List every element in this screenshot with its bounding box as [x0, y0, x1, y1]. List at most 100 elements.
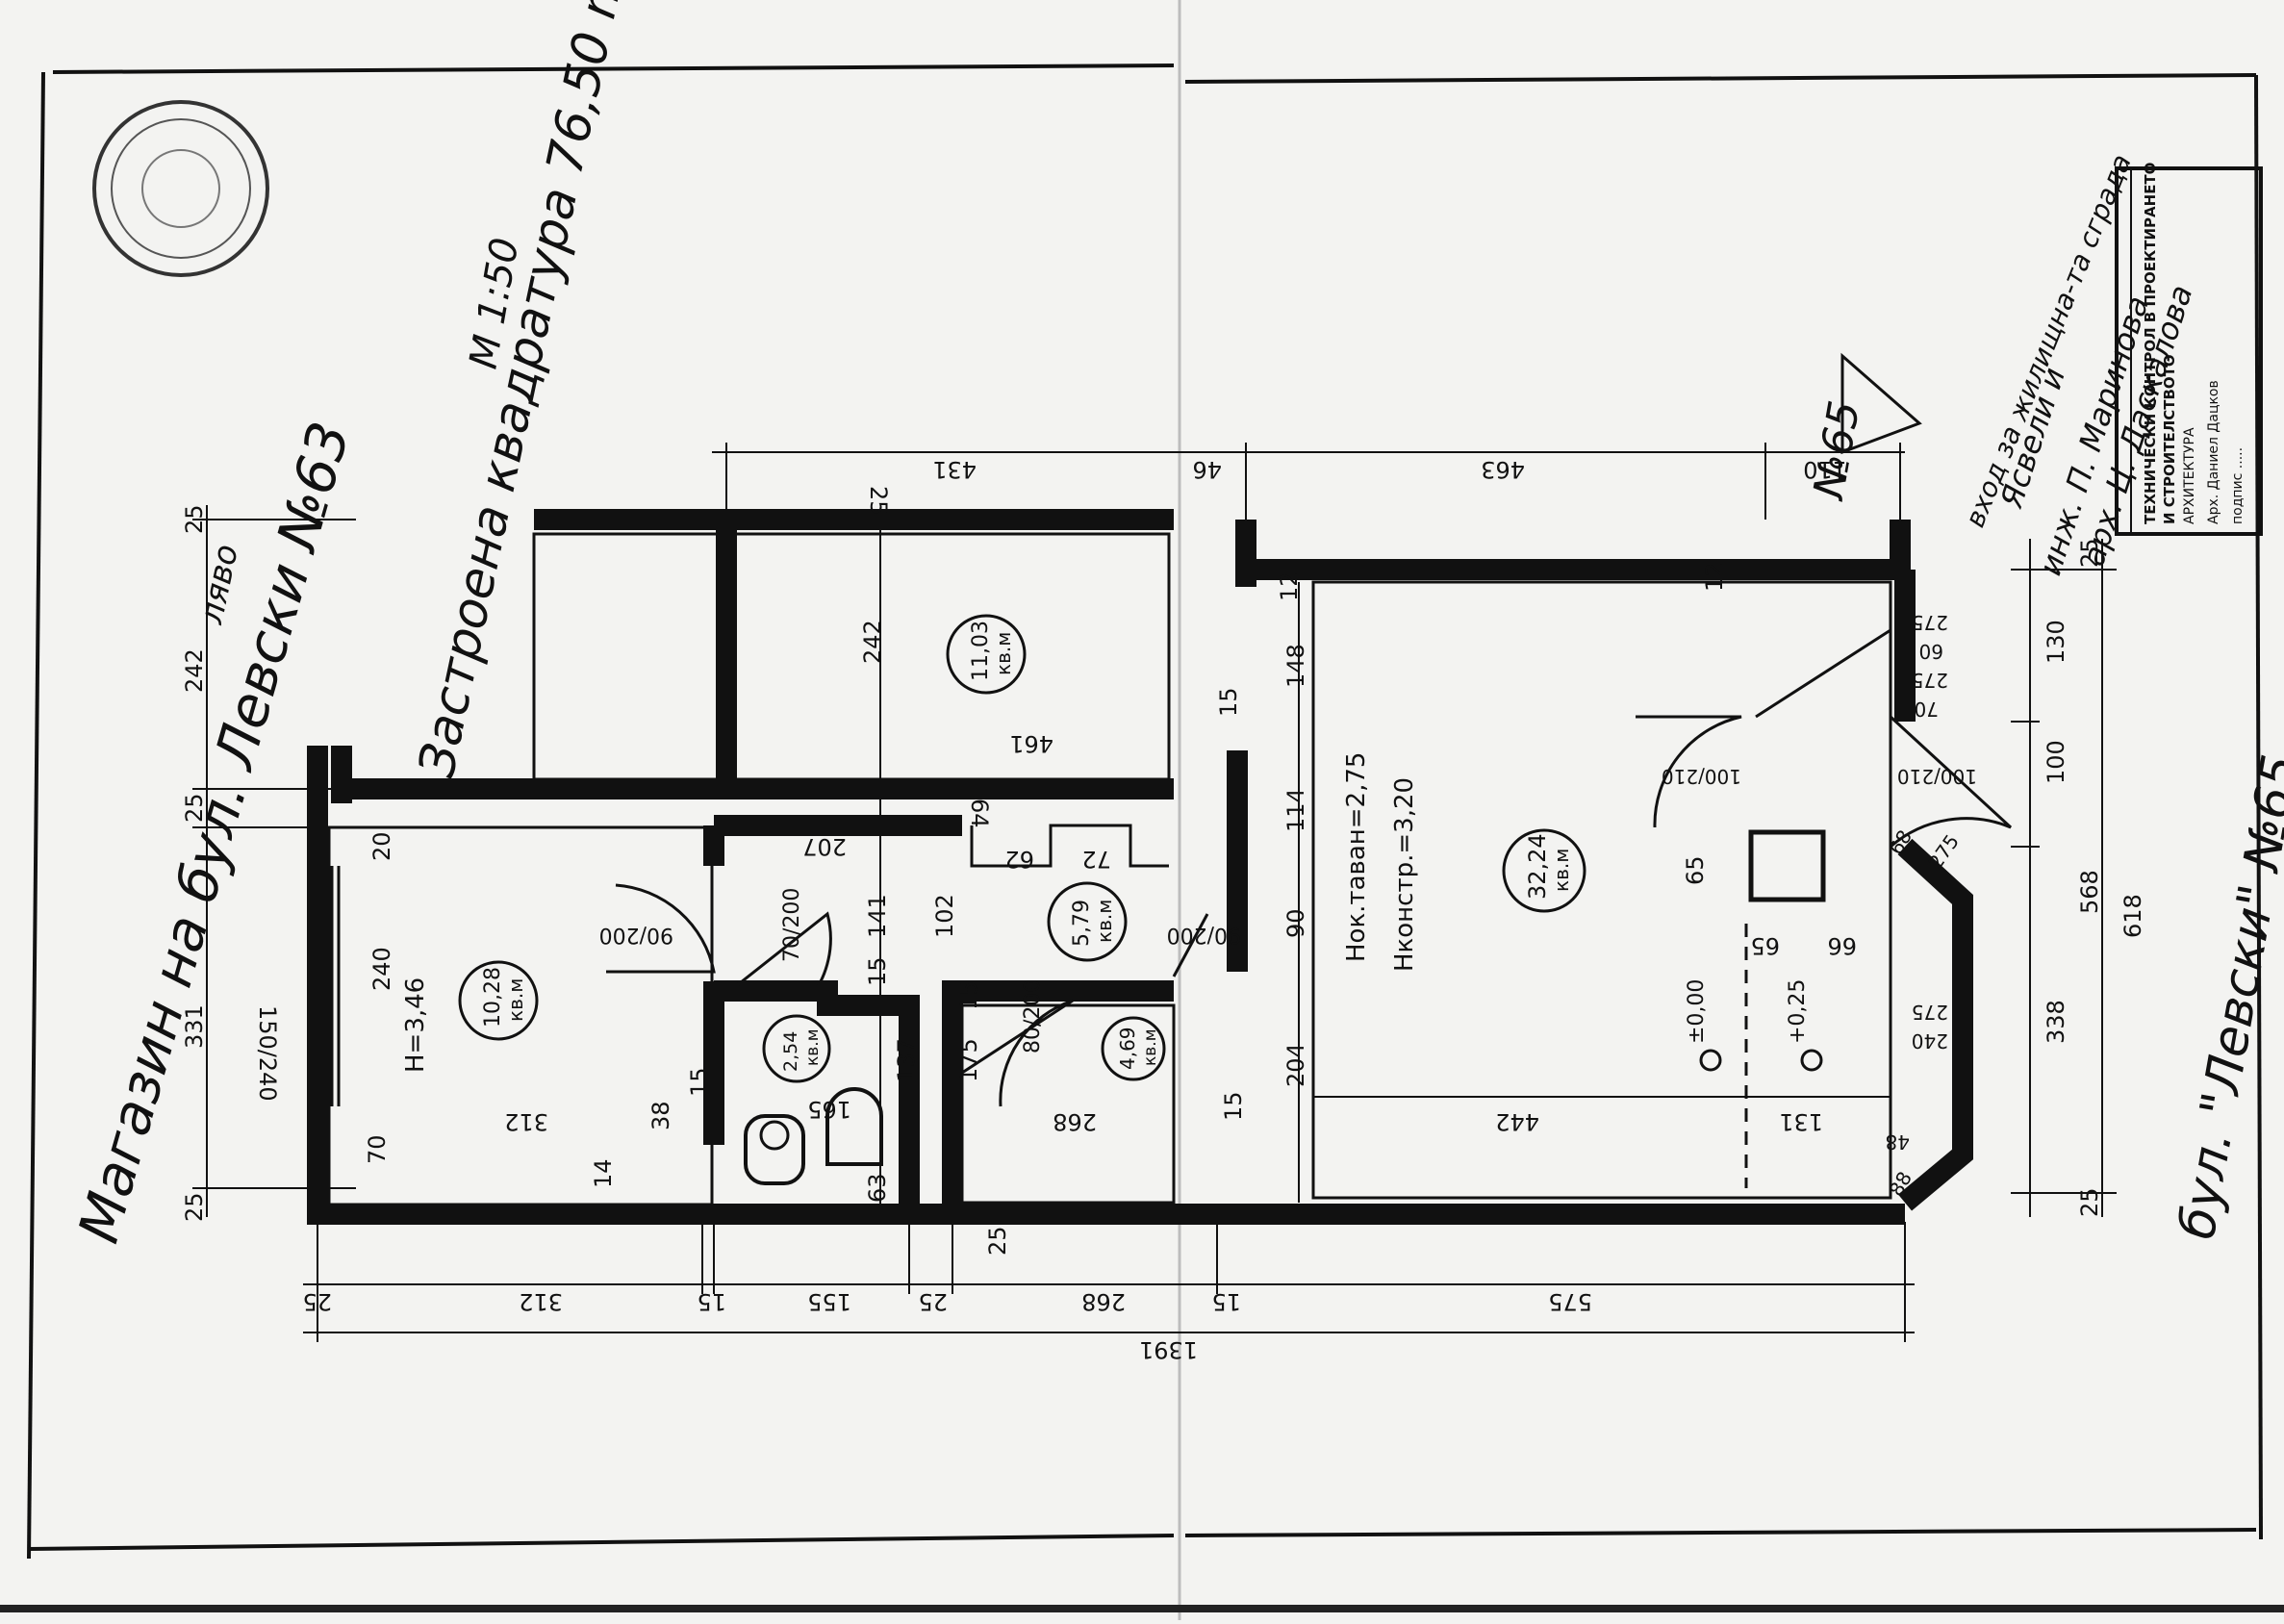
dimension-values: 25 431 46 463 110 25 312 15 155 25 268 1… [181, 456, 2146, 1363]
svg-text:72: 72 [1081, 846, 1111, 873]
svg-text:131: 131 [1779, 1108, 1823, 1135]
svg-text:275: 275 [1912, 611, 1948, 634]
room-unit: кв.м [504, 978, 527, 1022]
svg-text:ТЕХНИЧЕСКИ КОНТРОЛ В ПРОЕКТИРА: ТЕХНИЧЕСКИ КОНТРОЛ В ПРОЕКТИРАНЕТО [2142, 163, 2159, 524]
svg-text:150/240: 150/240 [254, 1005, 281, 1102]
svg-text:461: 461 [1009, 730, 1053, 757]
room-area: 5,79 [1070, 900, 1094, 947]
svg-text:137: 137 [893, 1038, 920, 1082]
frame-top-left [52, 63, 1175, 74]
svg-text:66: 66 [1827, 932, 1857, 959]
svg-text:240: 240 [1912, 1029, 1948, 1053]
entry-arrow-icon [1840, 352, 1922, 455]
svg-text:90/200: 90/200 [1167, 923, 1241, 947]
room-unit: кв.м [992, 632, 1015, 675]
svg-text:100/210: 100/210 [1897, 765, 1977, 788]
svg-text:463: 463 [1481, 456, 1525, 483]
svg-text:80/200: 80/200 [1021, 979, 1045, 1053]
room-area: 10,28 [481, 967, 505, 1028]
svg-text:268: 268 [1053, 1108, 1097, 1135]
ceiling-height: Нок.таван=2,75 [1342, 752, 1371, 962]
svg-text:175: 175 [955, 1038, 982, 1082]
wall-corr-step [970, 824, 1169, 868]
svg-text:20: 20 [368, 831, 395, 861]
svg-text:15: 15 [1220, 1091, 1247, 1121]
svg-text:204: 204 [1282, 1043, 1309, 1087]
level-mark: +0,25 [1786, 979, 1810, 1044]
level-mark: ±0,00 [1685, 979, 1709, 1044]
svg-text:568: 568 [2076, 870, 2103, 914]
room-area: 11,03 [969, 621, 993, 681]
svg-text:15: 15 [686, 1067, 713, 1097]
svg-text:312: 312 [519, 1288, 563, 1315]
fixture-box [1748, 829, 1826, 902]
constr-height: Нконстр.=3,20 [1390, 777, 1419, 972]
dimension-lines [192, 443, 2117, 1342]
svg-text:48: 48 [1886, 1130, 1910, 1154]
svg-text:312: 312 [504, 1108, 548, 1135]
svg-text:15: 15 [864, 956, 891, 986]
svg-text:110: 110 [1803, 456, 1847, 483]
room-labels: 11,03 кв.м 10,28 кв.м H=3,46 2,54 кв.м 5… [401, 621, 1810, 1073]
svg-text:И СТРОИТЕЛСТВОТО: И СТРОИТЕЛСТВОТО [2161, 354, 2178, 524]
room-unit: кв.м [1141, 1028, 1160, 1066]
svg-text:15: 15 [955, 980, 982, 1010]
svg-text:60: 60 [1919, 640, 1943, 663]
svg-text:275: 275 [1912, 1001, 1948, 1024]
svg-text:102: 102 [931, 894, 958, 938]
svg-text:62: 62 [1004, 846, 1034, 873]
room-note: H=3,46 [401, 977, 430, 1073]
svg-text:90/200: 90/200 [599, 923, 673, 947]
svg-text:25: 25 [865, 486, 892, 516]
frame-right [2254, 74, 2263, 1540]
frame-bottom-right [1184, 1528, 2257, 1537]
svg-text:242: 242 [859, 620, 886, 664]
svg-text:25: 25 [302, 1288, 332, 1315]
svg-text:15: 15 [697, 1288, 726, 1315]
svg-text:14: 14 [590, 1158, 617, 1188]
svg-text:12: 12 [1276, 571, 1303, 601]
frame-bottom-left [28, 1534, 1175, 1551]
svg-text:100/210: 100/210 [1662, 765, 1741, 788]
svg-text:141: 141 [864, 894, 891, 938]
svg-text:64: 64 [966, 799, 993, 828]
svg-text:15: 15 [1215, 687, 1242, 717]
wall-r6-bay [1897, 838, 1973, 1211]
svg-text:25: 25 [2076, 538, 2103, 568]
svg-text:70: 70 [1915, 698, 1939, 721]
room-markers [458, 614, 1823, 1083]
inner-outlines [327, 532, 1892, 1206]
svg-text:165: 165 [807, 1096, 851, 1123]
svg-text:331: 331 [181, 1004, 208, 1049]
svg-text:338: 338 [2043, 1000, 2069, 1044]
round-stamp [92, 100, 269, 277]
wall-outer-bottom [307, 825, 1905, 1225]
room-unit: кв.м [1550, 849, 1573, 892]
svg-text:38: 38 [647, 1101, 674, 1130]
svg-text:268: 268 [1081, 1288, 1126, 1315]
svg-text:1391: 1391 [1139, 1336, 1198, 1363]
svg-text:АРХИТЕКТУРА: АРХИТЕКТУРА [2182, 427, 2197, 524]
svg-text:207: 207 [802, 833, 847, 860]
svg-text:25: 25 [918, 1288, 948, 1315]
room-unit: кв.м [1093, 900, 1116, 943]
svg-text:130: 130 [2043, 620, 2069, 664]
wall-wc [714, 980, 920, 1214]
svg-text:15: 15 [1211, 1288, 1241, 1315]
room-area: 2,54 [780, 1031, 801, 1072]
svg-text:275: 275 [1912, 669, 1948, 692]
frame-top-right [1184, 73, 2257, 84]
svg-text:100: 100 [2043, 740, 2069, 784]
svg-text:575: 575 [1548, 1288, 1592, 1315]
room-area: 4,69 [1116, 1027, 1139, 1070]
door-swings [606, 715, 2013, 1107]
svg-text:240: 240 [368, 947, 395, 991]
svg-text:442: 442 [1495, 1108, 1539, 1135]
approval-stamp-text: ТЕХНИЧЕСКИ КОНТРОЛ В ПРОЕКТИРАНЕТО И СТР… [2142, 163, 2246, 524]
svg-text:25: 25 [181, 793, 208, 823]
svg-text:63: 63 [864, 1173, 891, 1203]
svg-text:25: 25 [181, 1192, 208, 1222]
svg-text:70: 70 [364, 1134, 391, 1164]
